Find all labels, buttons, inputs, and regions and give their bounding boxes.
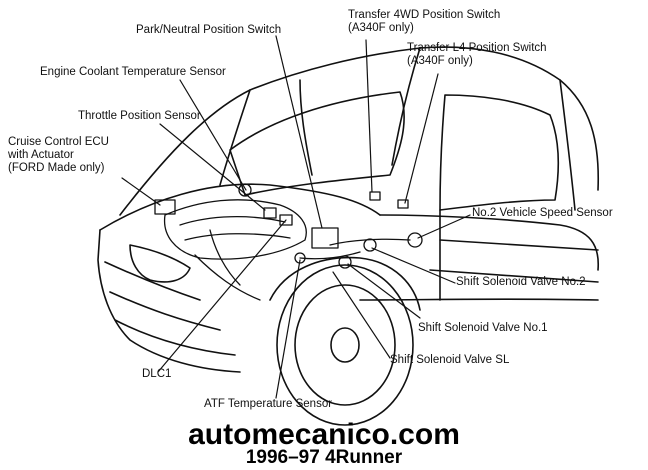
label-throttle-position-sensor: Throttle Position Sensor [78,110,201,122]
site-watermark: automecanico.com [188,418,460,451]
label-no2-vehicle-speed-sensor: No.2 Vehicle Speed Sensor [472,207,613,219]
label-atf-temperature-sensor: ATF Temperature Sensor [204,398,333,410]
label-transfer-4wd-position-switch: Transfer 4WD Position Switch (A340F only… [348,9,501,34]
label-park-neutral-position-switch: Park/Neutral Position Switch [136,24,282,36]
label-cruise-control-ecu: Cruise Control ECU with Actuator (FORD M… [8,136,109,174]
vehicle-model-caption: 1996–97 4Runner [245,447,403,468]
label-dlc1: DLC1 [142,368,172,380]
label-transfer-l4-position-switch: Transfer L4 Position Switch (A340F only) [407,42,547,67]
front-wheel [269,256,421,426]
label-engine-coolant-temperature-sensor: Engine Coolant Temperature Sensor [40,66,226,78]
leader-lines [121,35,471,399]
label-shift-solenoid-valve-no2: Shift Solenoid Valve No.2 [456,276,586,288]
label-shift-solenoid-valve-no1: Shift Solenoid Valve No.1 [418,322,548,334]
label-shift-solenoid-valve-sl: Shift Solenoid Valve SL [390,354,510,366]
engine-compartment [154,183,423,301]
